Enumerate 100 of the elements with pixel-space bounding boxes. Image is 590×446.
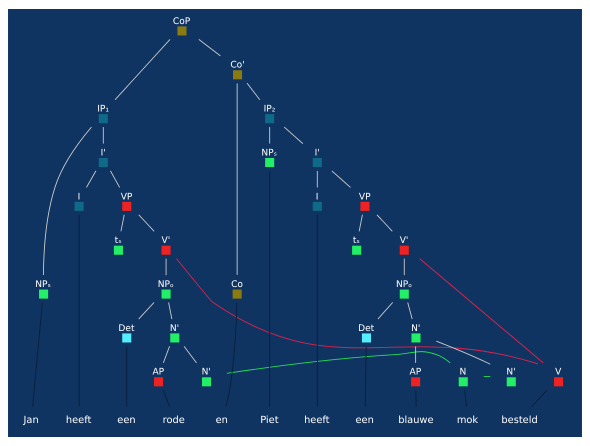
node-box <box>411 333 421 342</box>
connector <box>269 126 270 144</box>
node-label: I' <box>100 148 106 158</box>
connector <box>316 170 318 188</box>
node-box <box>232 290 242 299</box>
connector <box>415 390 417 408</box>
node-box <box>312 202 322 211</box>
node-label: N' <box>411 324 420 334</box>
connector <box>162 346 170 364</box>
node-box <box>506 377 516 386</box>
connector <box>316 214 318 407</box>
node-label: NPₛ <box>35 280 51 290</box>
connector <box>464 390 467 408</box>
connector <box>198 38 221 56</box>
node-label: NPₛ <box>261 148 277 158</box>
connector <box>284 126 304 144</box>
connector <box>176 258 538 364</box>
node-label: Det <box>358 324 374 334</box>
connector <box>102 126 104 144</box>
node-text: Piet <box>260 414 279 426</box>
node-text: en <box>216 414 228 426</box>
node-label: NPₒ <box>396 280 412 290</box>
node-box <box>98 114 108 124</box>
connector <box>269 170 270 407</box>
connector <box>226 351 451 374</box>
node-text: rode <box>162 414 185 426</box>
node-label: IP₁ <box>97 104 110 115</box>
connector <box>404 258 405 276</box>
node-box <box>74 202 84 211</box>
node-label: AP <box>410 368 422 378</box>
connector <box>120 214 125 232</box>
node-box <box>362 333 371 342</box>
node-text: heeft <box>66 414 92 426</box>
connector <box>166 258 167 276</box>
connector <box>246 82 260 100</box>
node-label: N' <box>202 368 211 378</box>
node-label: N <box>459 368 466 378</box>
node-box <box>312 158 322 168</box>
node-box <box>98 158 108 168</box>
node-box <box>360 202 370 211</box>
node-label: VP <box>120 192 132 202</box>
node-label: V <box>555 368 562 378</box>
node-box <box>400 290 409 299</box>
connector <box>364 346 367 408</box>
connector <box>138 302 155 320</box>
connector <box>376 214 393 232</box>
node-label: IP₂ <box>264 104 276 115</box>
connector <box>407 302 413 320</box>
node-box <box>265 158 274 168</box>
connector <box>531 390 548 408</box>
node-label: V' <box>400 236 408 246</box>
connector <box>168 302 172 320</box>
node-box <box>170 333 180 342</box>
connector <box>415 346 416 364</box>
connector <box>126 346 128 408</box>
connector <box>86 170 96 188</box>
connector <box>162 390 170 408</box>
node-label: I <box>78 192 80 202</box>
node-box <box>177 26 186 36</box>
node-box <box>162 246 171 255</box>
node-text: blauwe <box>398 414 434 426</box>
connector <box>32 302 43 408</box>
node-label: I' <box>314 148 320 158</box>
connector <box>436 340 491 365</box>
node-label: I <box>316 192 318 202</box>
connector <box>483 376 491 377</box>
node-label: Co' <box>230 60 245 71</box>
node-box <box>114 246 123 255</box>
node-label: CoP <box>172 16 190 27</box>
node-text: een <box>355 414 374 426</box>
node-label: tₛ <box>114 236 122 246</box>
node-box <box>122 333 132 342</box>
node-box <box>554 377 564 386</box>
node-box <box>233 70 242 80</box>
node-label: N' <box>170 324 180 334</box>
node-box <box>122 202 132 211</box>
node-text: een <box>117 414 136 426</box>
connector <box>110 170 120 188</box>
node-label: V' <box>162 236 170 246</box>
node-label: Det <box>118 324 135 334</box>
connector <box>331 170 351 188</box>
node-box <box>39 290 48 299</box>
node-label: AP <box>152 368 164 378</box>
connector <box>184 346 197 364</box>
node-label: tₛ <box>352 236 360 246</box>
connector <box>236 82 238 276</box>
connector <box>42 126 92 276</box>
connector <box>377 302 394 320</box>
connector <box>78 214 80 407</box>
node-box <box>458 377 468 386</box>
node-text: besteld <box>501 414 538 426</box>
node-text: mok <box>456 414 478 426</box>
node-box <box>352 246 362 255</box>
node-box <box>202 377 212 386</box>
node-text: heeft <box>304 414 330 426</box>
node-label: Co <box>231 280 243 290</box>
node-label: VP <box>358 192 371 202</box>
connector <box>114 39 170 100</box>
node-box <box>154 377 164 386</box>
node-box <box>411 377 420 386</box>
